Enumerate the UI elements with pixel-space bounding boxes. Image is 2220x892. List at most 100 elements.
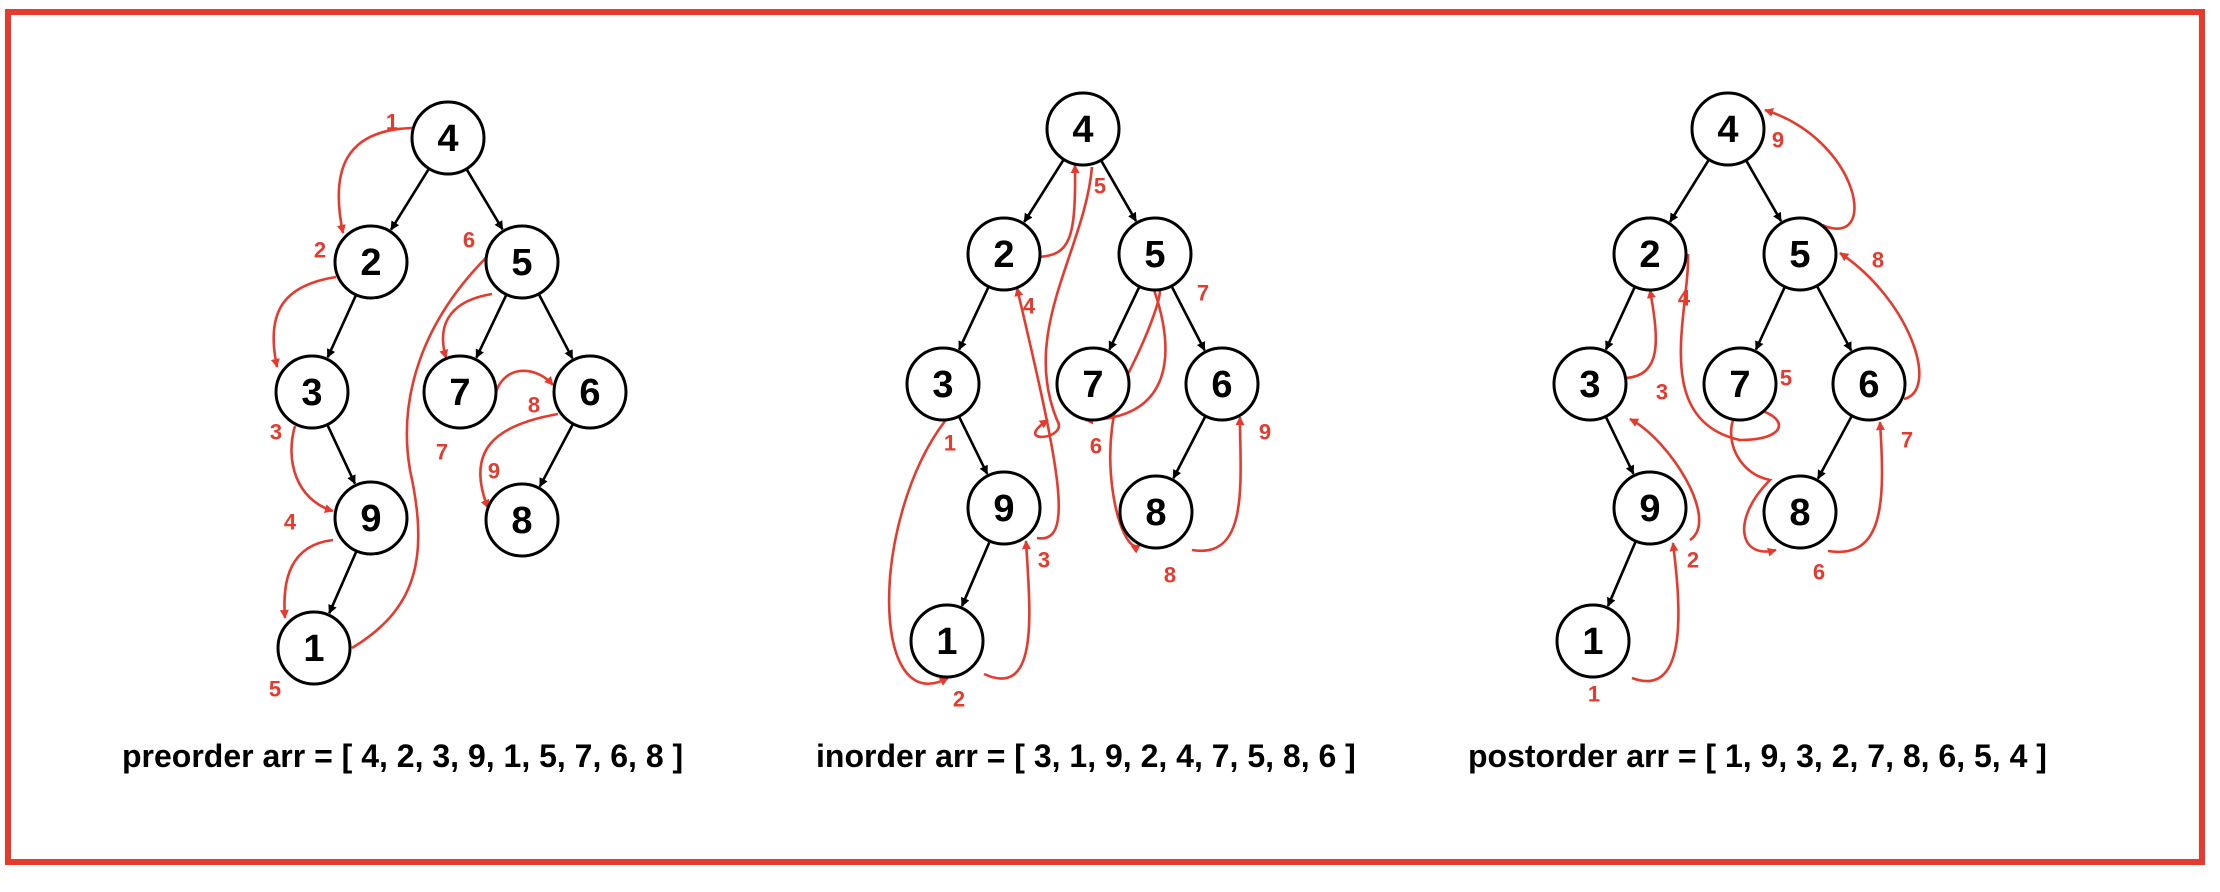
traversal-arrow bbox=[279, 538, 334, 619]
step-number: 9 bbox=[1259, 420, 1271, 445]
node-label: 2 bbox=[1639, 234, 1660, 276]
node-circle bbox=[484, 482, 560, 558]
traversal-arrow bbox=[1629, 417, 1701, 542]
tree-edge bbox=[326, 294, 358, 359]
node-label: 4 bbox=[1717, 109, 1738, 151]
tree-node: 7 bbox=[1055, 346, 1131, 422]
node-circle bbox=[966, 216, 1042, 292]
tree-edge bbox=[475, 293, 508, 359]
traversal-arrow bbox=[1827, 421, 1886, 554]
node-circle bbox=[1612, 216, 1688, 292]
traversal-arrow bbox=[1625, 289, 1658, 380]
tree-node: 4 bbox=[1045, 91, 1121, 167]
tree-edge bbox=[957, 286, 990, 351]
step-number: 1 bbox=[944, 431, 956, 456]
step-number: 8 bbox=[1872, 248, 1884, 273]
node-label: 8 bbox=[1789, 492, 1810, 534]
node-circle bbox=[905, 346, 981, 422]
step-number: 9 bbox=[488, 459, 500, 484]
tree-edge bbox=[538, 423, 575, 488]
tree-edge bbox=[1172, 415, 1207, 480]
node-label: 9 bbox=[360, 498, 381, 540]
node-circle bbox=[410, 100, 486, 176]
tree-node: 9 bbox=[333, 480, 409, 556]
traversal-arrow bbox=[1033, 166, 1094, 439]
tree-node: 7 bbox=[1702, 346, 1778, 422]
node-label: 3 bbox=[1579, 364, 1600, 406]
node-circle bbox=[1702, 346, 1778, 422]
node-label: 8 bbox=[1145, 492, 1166, 534]
tree-node: 7 bbox=[422, 354, 498, 430]
traversal-arrow bbox=[351, 248, 496, 650]
tree-edge bbox=[326, 424, 357, 485]
tree-node: 8 bbox=[1118, 474, 1194, 550]
node-circle bbox=[1045, 91, 1121, 167]
tree-node: 5 bbox=[1762, 216, 1838, 292]
tree-node: 3 bbox=[1552, 346, 1628, 422]
inorder-caption: inorder arr = [ 3, 1, 9, 2, 4, 7, 5, 8, … bbox=[816, 738, 1356, 774]
node-label: 7 bbox=[449, 372, 470, 414]
step-number: 3 bbox=[1656, 380, 1668, 405]
node-label: 1 bbox=[936, 621, 957, 663]
step-number: 3 bbox=[270, 420, 282, 445]
node-circle bbox=[1552, 346, 1628, 422]
tree-node: 1 bbox=[909, 603, 985, 679]
node-circle bbox=[966, 470, 1042, 546]
node-circle bbox=[1612, 470, 1688, 546]
tree-edge bbox=[1170, 285, 1206, 352]
traversal-arrow bbox=[1191, 416, 1245, 553]
node-circle bbox=[909, 603, 985, 679]
tree-edge bbox=[537, 293, 574, 360]
step-number: 7 bbox=[1901, 428, 1913, 453]
tree-edge bbox=[960, 540, 992, 607]
step-number: 7 bbox=[436, 440, 448, 465]
node-circle bbox=[1762, 474, 1838, 550]
tree-edge bbox=[389, 167, 431, 231]
tree-edge bbox=[1815, 285, 1853, 352]
step-number: 4 bbox=[1023, 294, 1036, 319]
traversal-arrow bbox=[1839, 251, 1921, 401]
tree-node: 9 bbox=[966, 470, 1042, 546]
traversal-arrow bbox=[983, 540, 1031, 680]
step-number: 5 bbox=[269, 677, 281, 702]
node-label: 4 bbox=[437, 118, 458, 160]
node-label: 5 bbox=[511, 242, 532, 284]
node-circle bbox=[276, 610, 352, 686]
traversal-arrow bbox=[494, 369, 554, 393]
traversal-arrow bbox=[1631, 542, 1680, 683]
step-number: 3 bbox=[1038, 548, 1050, 573]
tree-node: 6 bbox=[1831, 346, 1907, 422]
node-circle bbox=[1555, 603, 1631, 679]
node-circle bbox=[422, 354, 498, 430]
tree-edge bbox=[1108, 285, 1141, 351]
tree-node: 5 bbox=[1117, 216, 1193, 292]
node-circle bbox=[333, 480, 409, 556]
traversal-arrow bbox=[887, 420, 949, 686]
step-number: 6 bbox=[1813, 560, 1825, 585]
tree-edge bbox=[1744, 159, 1783, 222]
tree-node: 5 bbox=[484, 224, 560, 300]
node-label: 3 bbox=[301, 372, 322, 414]
node-circle bbox=[1118, 474, 1194, 550]
tree-edge bbox=[1604, 415, 1635, 475]
tree-edge bbox=[328, 550, 358, 615]
tree-node: 9 bbox=[1612, 470, 1688, 546]
node-label: 6 bbox=[1858, 364, 1879, 406]
tree-edge bbox=[1754, 286, 1787, 351]
traversal-arrow bbox=[336, 126, 413, 234]
tree-node: 8 bbox=[1762, 474, 1838, 550]
step-number: 2 bbox=[1687, 548, 1699, 573]
node-circle bbox=[1184, 346, 1260, 422]
step-number: 7 bbox=[1197, 281, 1209, 306]
tree-node: 3 bbox=[274, 354, 350, 430]
tree-edge bbox=[1816, 415, 1854, 480]
traversal-arrow bbox=[1764, 108, 1856, 230]
preorder-caption: preorder arr = [ 4, 2, 3, 9, 1, 5, 7, 6,… bbox=[122, 738, 684, 774]
node-circle bbox=[1055, 346, 1131, 422]
tree-node: 2 bbox=[333, 224, 409, 300]
step-number: 5 bbox=[1780, 366, 1792, 391]
